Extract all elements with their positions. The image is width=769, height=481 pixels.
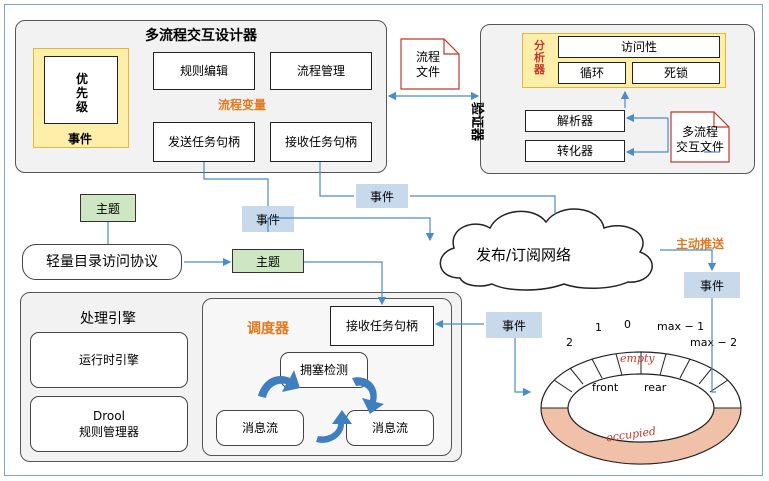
process-vars-label: 流程变量 <box>218 98 267 112</box>
stream2-box[interactable]: 消息流 <box>346 410 434 446</box>
multi-file-text: 多流程 交互文件 <box>675 125 724 154</box>
priority-box <box>44 56 118 124</box>
ring-front-label: front <box>592 381 619 394</box>
deadlock-box[interactable]: 死锁 <box>632 62 720 84</box>
rule-edit-box[interactable]: 规则编辑 <box>153 52 255 90</box>
parser-box[interactable]: 解析器 <box>525 110 625 132</box>
pubsub-cloud-shape <box>439 208 653 291</box>
priority-event-label: 事件 <box>68 132 93 146</box>
ring-label-2: 2 <box>566 336 573 349</box>
topic-tag-2: 主题 <box>232 249 304 273</box>
ring-label-1: 1 <box>595 321 602 334</box>
priority-label: 优先级 <box>76 72 89 114</box>
recv-handle-box[interactable]: 接收任务句柄 <box>270 122 372 162</box>
designer-title: 多流程交互设计器 <box>145 28 257 44</box>
ring-buffer-shape <box>540 351 742 465</box>
diagram-frame <box>4 4 763 476</box>
drool-box[interactable]: Drool 规则管理器 <box>30 396 188 452</box>
ldap-box[interactable]: 轻量目录访问协议 <box>22 244 182 280</box>
pubsub-label: 发布/订阅网络 <box>476 246 572 264</box>
ring-buffer <box>536 318 746 468</box>
multi-file-doc <box>670 111 730 163</box>
scheduler-title: 调度器 <box>247 321 289 337</box>
loop-box[interactable]: 循环 <box>558 62 626 84</box>
congestion-box[interactable]: 拥塞检测 <box>280 352 368 388</box>
analyzer-label: 分析器 <box>534 39 545 76</box>
pubsub-cloud[interactable] <box>430 200 662 292</box>
event-tag-3: 事件 <box>684 272 740 298</box>
ring-label-max1: max − 1 <box>657 320 705 333</box>
flow-file-doc <box>400 38 460 90</box>
flow-file-doc-shape <box>400 38 460 90</box>
ring-empty-label: empty <box>620 352 655 365</box>
topic-tag-1: 主题 <box>80 194 136 222</box>
stream1-box[interactable]: 消息流 <box>216 410 304 446</box>
flow-file-text: 流程 文件 <box>415 50 440 79</box>
event-tag-4: 事件 <box>486 312 542 338</box>
ring-label-max2: max − 2 <box>690 336 738 349</box>
converter-box[interactable]: 转化器 <box>525 140 625 162</box>
runtime-engine-box[interactable]: 运行时引擎 <box>30 332 188 388</box>
ring-rear-label: rear <box>644 381 667 394</box>
process-mgmt-box[interactable]: 流程管理 <box>270 52 372 90</box>
engine-title: 处理引擎 <box>80 311 136 327</box>
active-push-label: 主动推送 <box>676 237 725 251</box>
multi-file-doc-shape <box>670 111 730 163</box>
event-tag-1: 事件 <box>356 184 408 208</box>
sched-recv-handle-box[interactable]: 接收任务句柄 <box>330 306 434 346</box>
accessibility-box[interactable]: 访问性 <box>558 36 720 58</box>
send-handle-box[interactable]: 发送任务句柄 <box>153 122 255 162</box>
ring-label-0: 0 <box>624 318 631 331</box>
